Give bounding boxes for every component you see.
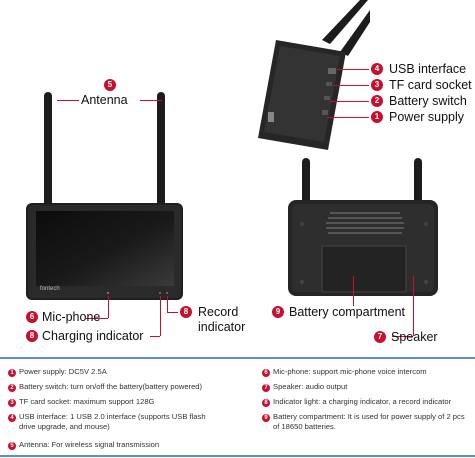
usb-line — [337, 69, 369, 70]
mic-label: Mic-phone — [42, 310, 101, 324]
brand-logo: fontech — [40, 286, 60, 292]
power-line — [327, 117, 369, 118]
power-badge: 1 — [371, 111, 383, 123]
charging-line — [160, 296, 161, 336]
battery-compartment-label: Battery compartment — [289, 305, 406, 319]
battery-switch-badge: 2 — [371, 95, 383, 107]
antenna-badge: 5 — [104, 79, 116, 91]
charging-line-h — [150, 336, 160, 337]
battery-compartment-line — [353, 276, 354, 306]
speaker-line — [413, 276, 414, 336]
record-label-2: indicator — [198, 320, 246, 334]
battery-switch-label: Battery switch — [389, 94, 467, 108]
record-line — [167, 296, 168, 312]
mic-badge: 6 — [26, 311, 38, 323]
antenna-line-right — [140, 100, 162, 101]
mic-line-h — [86, 318, 108, 319]
charging-label: Charging indicator — [42, 329, 144, 343]
speaker-line-h — [392, 336, 413, 337]
record-line-h — [167, 312, 178, 313]
battery-switch-line — [330, 101, 369, 102]
speaker-label: Speaker — [391, 330, 438, 344]
separator-top — [0, 357, 475, 359]
antenna-line-left — [57, 100, 79, 101]
battery-compartment-badge: 9 — [272, 306, 284, 318]
separator-bottom — [0, 455, 475, 457]
tf-badge: 3 — [371, 79, 383, 91]
mic-line — [108, 296, 109, 318]
record-label-1: Record — [198, 305, 239, 319]
power-label: Power supply — [389, 110, 465, 124]
speaker-badge: 7 — [374, 331, 386, 343]
antenna-label: Antenna — [81, 93, 128, 107]
tf-line — [334, 85, 369, 86]
usb-badge: 4 — [371, 63, 383, 75]
usb-label: USB interface — [389, 62, 467, 76]
record-badge: 8 — [180, 306, 192, 318]
charging-badge: 8 — [26, 330, 38, 342]
tf-label: TF card socket — [389, 78, 472, 92]
